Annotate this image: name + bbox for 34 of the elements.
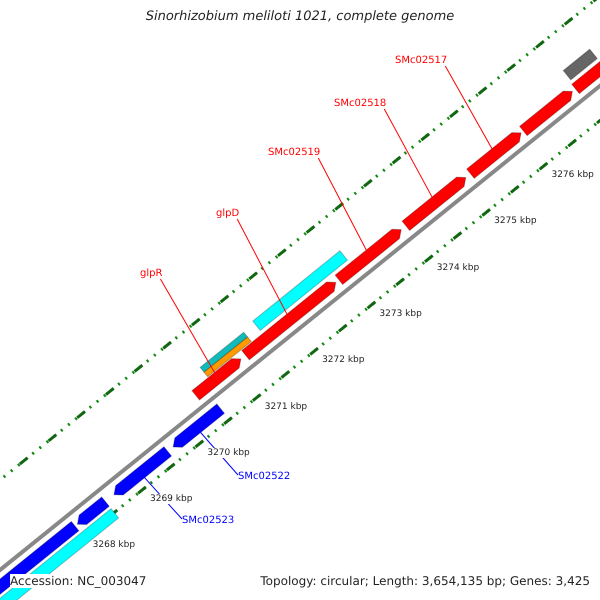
gene-feature — [172, 403, 226, 448]
gene-feature — [562, 48, 598, 81]
gene-label: SMc02523 — [182, 515, 234, 526]
gene-feature — [334, 228, 402, 286]
gene-label: glpR — [140, 268, 162, 279]
gene-feature — [518, 90, 573, 136]
gene-label: SMc02522 — [238, 471, 290, 482]
gene-label: SMc02517 — [395, 55, 448, 66]
gene-feature — [76, 496, 110, 525]
leader-line — [384, 108, 433, 198]
leader-line — [236, 218, 288, 315]
gene-feature — [113, 446, 172, 496]
leader-line — [318, 158, 367, 250]
scale-label: 3271 kbp — [264, 402, 308, 412]
scale-label: 3269 kbp — [150, 494, 192, 504]
scale-label: 3273 kbp — [379, 308, 422, 319]
scale-label: 3270 kbp — [207, 448, 250, 458]
gene-label: SMc02518 — [334, 98, 386, 109]
scale-label: 3276 kbp — [551, 170, 594, 180]
genome-info-label: Topology: circular; Length: 3,654,135 bp; Genes: 3,425 — [260, 574, 590, 588]
gene-label: SMc02519 — [268, 147, 320, 158]
scale-label: 3275 kbp — [494, 216, 537, 226]
leader-line — [160, 278, 216, 373]
title: Sinorhizobium meliloti 1021, complete genome — [144, 9, 456, 24]
leader-line — [444, 66, 492, 150]
scale-label: 3272 kbp — [322, 355, 364, 366]
gene-feature — [252, 250, 348, 332]
scale-label: 3274 kbp — [436, 262, 480, 273]
gene-feature — [466, 132, 522, 180]
accession-label: Accession: NC_003047 — [10, 574, 146, 588]
gene-label: glpD — [216, 208, 240, 219]
gene-feature — [191, 358, 242, 401]
gene-feature — [401, 176, 466, 232]
scale-label: 3268 kbp — [92, 540, 136, 550]
